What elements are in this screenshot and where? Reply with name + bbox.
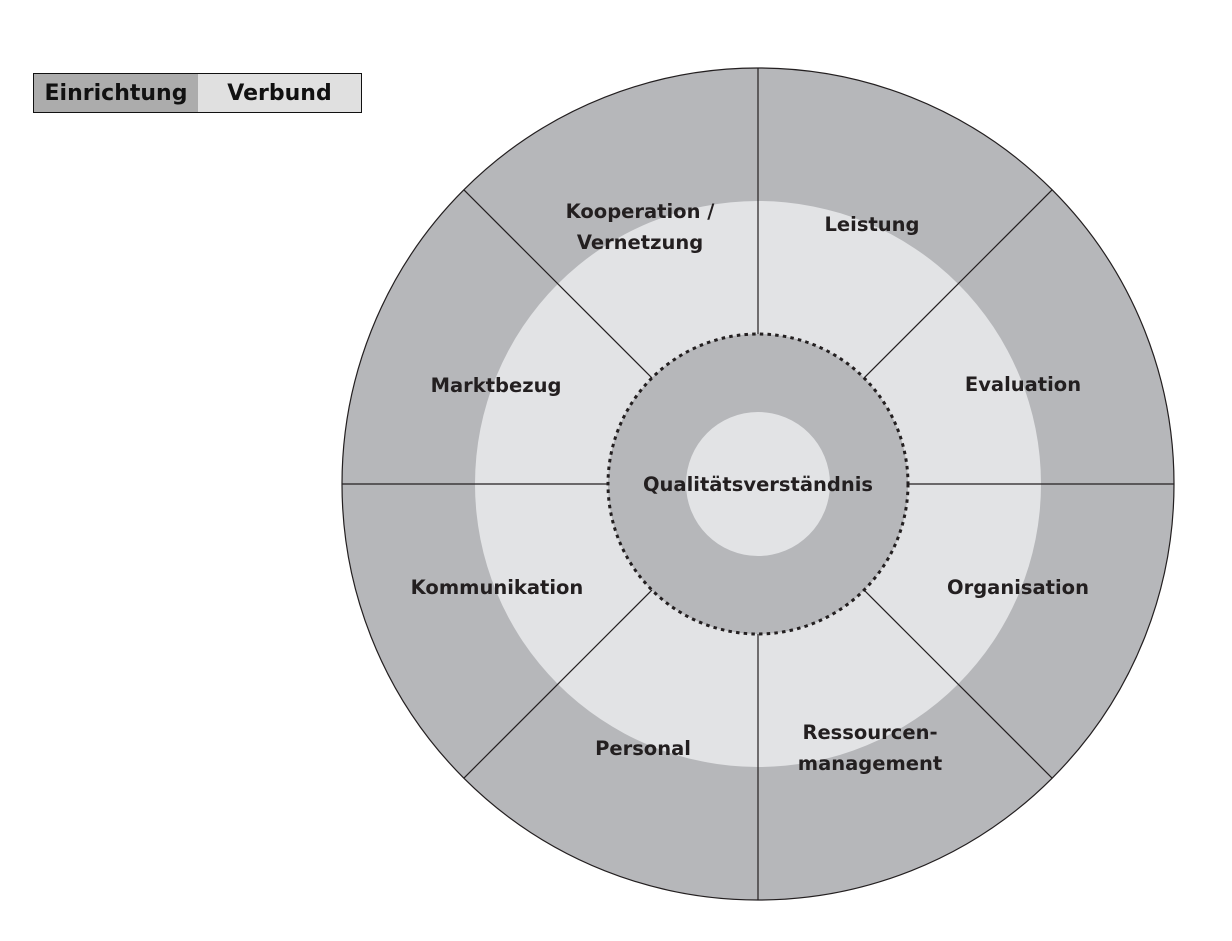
segment-label: Marktbezug — [431, 374, 562, 397]
segment-label: Evaluation — [965, 373, 1081, 396]
legend-verbund: Verbund — [198, 74, 361, 112]
segment-label-line: Leistung — [825, 213, 920, 236]
segment-label: Kooperation / Vernetzung — [566, 200, 716, 254]
segment-label-line: Evaluation — [965, 373, 1081, 396]
center-circle — [686, 412, 830, 556]
center-label: Qualitätsverständnis — [643, 473, 873, 496]
segment-label: Leistung — [825, 213, 920, 236]
legend: Einrichtung Verbund — [33, 73, 362, 113]
segment-divider — [463, 589, 653, 779]
segment-label-line: Personal — [595, 737, 691, 760]
segment-divider — [863, 589, 1053, 779]
segment-divider — [463, 189, 653, 379]
segment-label-line: Ressourcen- — [802, 721, 937, 744]
segment-label-line: Marktbezug — [431, 374, 562, 397]
legend-einrichtung: Einrichtung — [34, 74, 198, 112]
segment-label: Kommunikation — [411, 576, 584, 599]
segment-label: Ressourcen-management — [798, 721, 942, 775]
segment-label-line: Vernetzung — [577, 231, 703, 254]
segment-label: Organisation — [947, 576, 1089, 599]
segment-label-line: Kommunikation — [411, 576, 584, 599]
segment-label-line: management — [798, 752, 942, 775]
segment-label-line: Organisation — [947, 576, 1089, 599]
segment-divider — [863, 189, 1053, 379]
segment-label: Personal — [595, 737, 691, 760]
segment-label-line: Kooperation / — [566, 200, 716, 223]
